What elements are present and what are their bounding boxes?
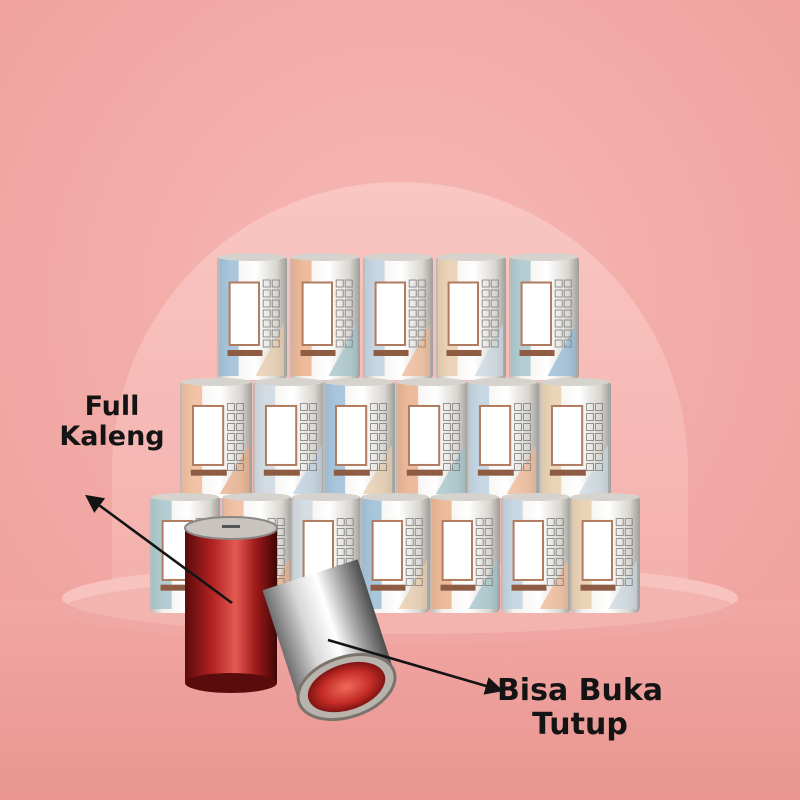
arrow-full-kaleng bbox=[85, 494, 233, 605]
annotation-bisa-buka-tutup: Bisa Buka Tutup bbox=[492, 674, 668, 741]
arrow-bisa-buka-tutup bbox=[327, 638, 504, 695]
decorated-can bbox=[180, 378, 252, 498]
decorated-can bbox=[509, 253, 579, 380]
annotation-full-kaleng-line1: Full bbox=[84, 391, 140, 422]
decorated-can bbox=[396, 378, 468, 498]
decorated-can bbox=[363, 253, 433, 380]
decorated-can bbox=[290, 253, 360, 380]
decorated-can bbox=[436, 253, 506, 380]
decorated-can bbox=[570, 493, 640, 613]
stacked-cans bbox=[150, 253, 640, 613]
decorated-can bbox=[539, 378, 611, 498]
decorated-can bbox=[217, 253, 287, 380]
annotation-bisa-buka-tutup-line2: Tutup bbox=[532, 706, 628, 742]
decorated-can bbox=[467, 378, 539, 498]
decorated-can bbox=[430, 493, 500, 613]
annotation-bisa-buka-tutup-line1: Bisa Buka bbox=[496, 673, 664, 708]
open-silver-can bbox=[262, 559, 397, 722]
decorated-can bbox=[323, 378, 395, 498]
open-red-can bbox=[184, 516, 278, 693]
decorated-can bbox=[253, 378, 325, 498]
decorated-can bbox=[501, 493, 571, 613]
decorated-can bbox=[360, 493, 430, 613]
annotation-full-kaleng: Full Kaleng bbox=[52, 391, 172, 453]
annotation-full-kaleng-line2: Kaleng bbox=[59, 421, 165, 453]
